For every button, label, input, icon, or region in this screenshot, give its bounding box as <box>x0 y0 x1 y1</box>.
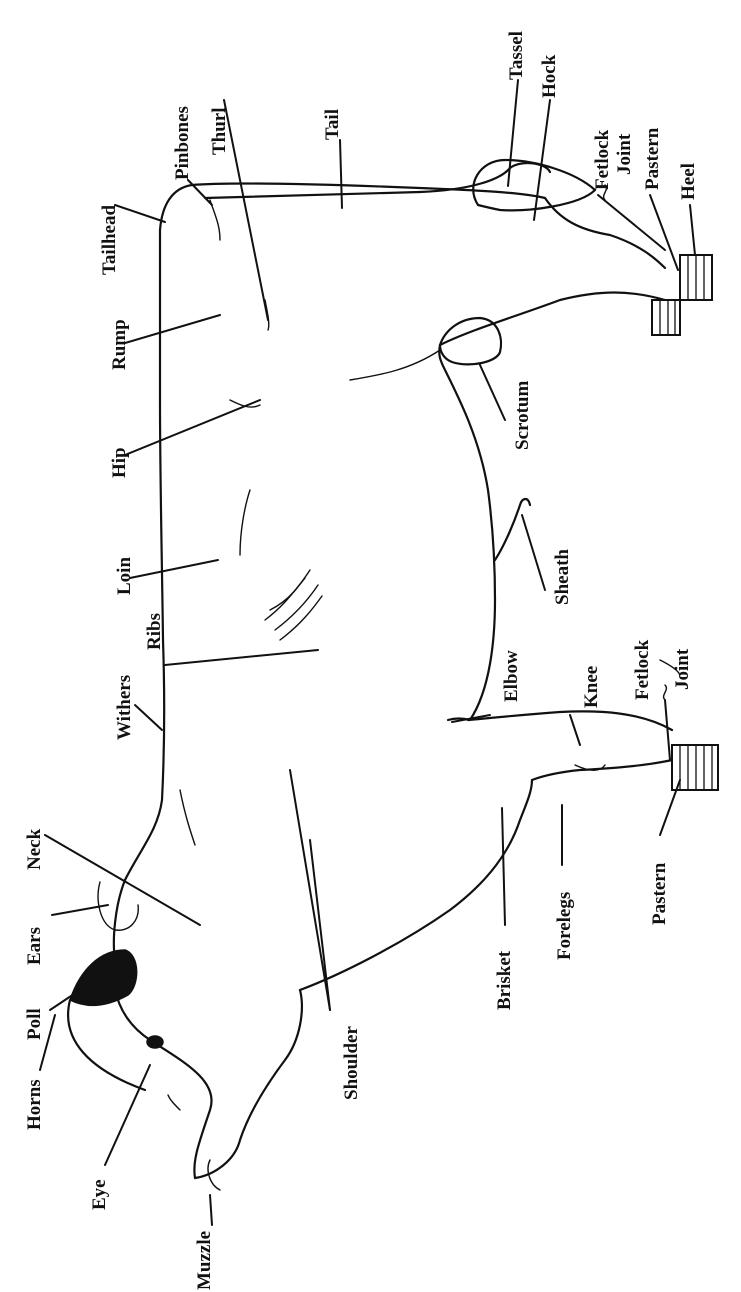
horn-poll-shape <box>70 950 137 1005</box>
leader-pastern-front <box>660 780 680 835</box>
label-joint-rear: Joint <box>614 133 635 175</box>
stifle-line <box>350 350 440 380</box>
nostril-mark <box>208 1160 220 1190</box>
rear-hoof-back <box>680 255 712 300</box>
leader-fetlock-front <box>665 700 670 760</box>
label-muzzle: Muzzle <box>194 1231 215 1290</box>
body-detail-strokes <box>180 200 680 845</box>
leader-thurl <box>224 100 268 320</box>
neck-back-outline <box>125 230 164 880</box>
label-heel: Heel <box>678 163 699 200</box>
head-top-outline <box>114 880 212 1178</box>
label-thurl: Thurl <box>209 107 230 155</box>
leader-loin <box>130 560 218 578</box>
leader-heel <box>690 205 695 255</box>
label-fetlock-front: Fetlock <box>632 639 653 700</box>
head-side-outline <box>68 1000 145 1090</box>
label-pinbones: Pinbones <box>172 106 193 180</box>
rear-hoof-front <box>652 300 680 335</box>
label-poll: Poll <box>24 1008 45 1040</box>
label-loin: Loin <box>114 557 135 595</box>
foreleg-front-edge <box>532 760 672 780</box>
label-neck: Neck <box>24 828 45 870</box>
label-pastern-rear: Pastern <box>642 127 663 190</box>
leader-eye <box>105 1065 150 1165</box>
label-rump: Rump <box>109 319 130 370</box>
leader-shoulder-upper <box>290 770 330 1010</box>
label-tassel: Tassel <box>506 31 527 80</box>
label-forelegs: Forelegs <box>554 892 575 960</box>
leader-hip <box>125 400 260 455</box>
label-hip: Hip <box>109 447 130 478</box>
label-hock: Hock <box>539 54 560 98</box>
leader-tail <box>340 140 342 208</box>
fetlock-front-brace <box>664 685 667 700</box>
leader-brisket <box>502 808 505 925</box>
label-eye: Eye <box>89 1179 110 1210</box>
label-horns: Horns <box>24 1079 45 1130</box>
leader-ribs <box>165 650 318 665</box>
label-ears: Ears <box>24 927 45 965</box>
cheek-mark <box>168 1095 180 1110</box>
label-fetlock-rear: Fetlock <box>592 129 613 190</box>
label-withers: Withers <box>114 675 135 740</box>
label-knee: Knee <box>581 666 602 708</box>
belly-outline <box>439 345 495 720</box>
leader-tailhead <box>115 205 165 222</box>
labels: Muzzle Eye Horns Poll Ears Neck Withers … <box>24 31 699 1290</box>
leader-scrotum <box>480 365 505 420</box>
label-shoulder: Shoulder <box>341 1026 362 1100</box>
leader-tassel <box>508 80 518 186</box>
leader-knee <box>570 715 580 745</box>
label-joint-front: Joint <box>672 648 693 690</box>
leader-sheath <box>522 515 545 590</box>
eye-icon <box>147 1036 163 1048</box>
leader-muzzle <box>210 1195 212 1225</box>
label-sheath: Sheath <box>552 549 573 605</box>
label-scrotum: Scrotum <box>512 381 533 450</box>
hindleg-back-edge <box>545 198 665 268</box>
label-brisket: Brisket <box>494 950 515 1010</box>
label-ribs: Ribs <box>144 613 165 650</box>
jaw-outline <box>195 990 302 1178</box>
label-elbow: Elbow <box>501 650 522 702</box>
sheath-outline <box>495 499 530 560</box>
leader-rump <box>125 315 220 343</box>
label-tail: Tail <box>322 109 343 140</box>
tassel-outline <box>473 160 595 210</box>
label-tailhead: Tailhead <box>99 205 120 275</box>
leader-fetlock-rear <box>598 195 665 250</box>
label-pastern-front: Pastern <box>649 862 670 925</box>
leader-lines <box>40 80 695 1225</box>
leader-withers <box>135 705 162 730</box>
